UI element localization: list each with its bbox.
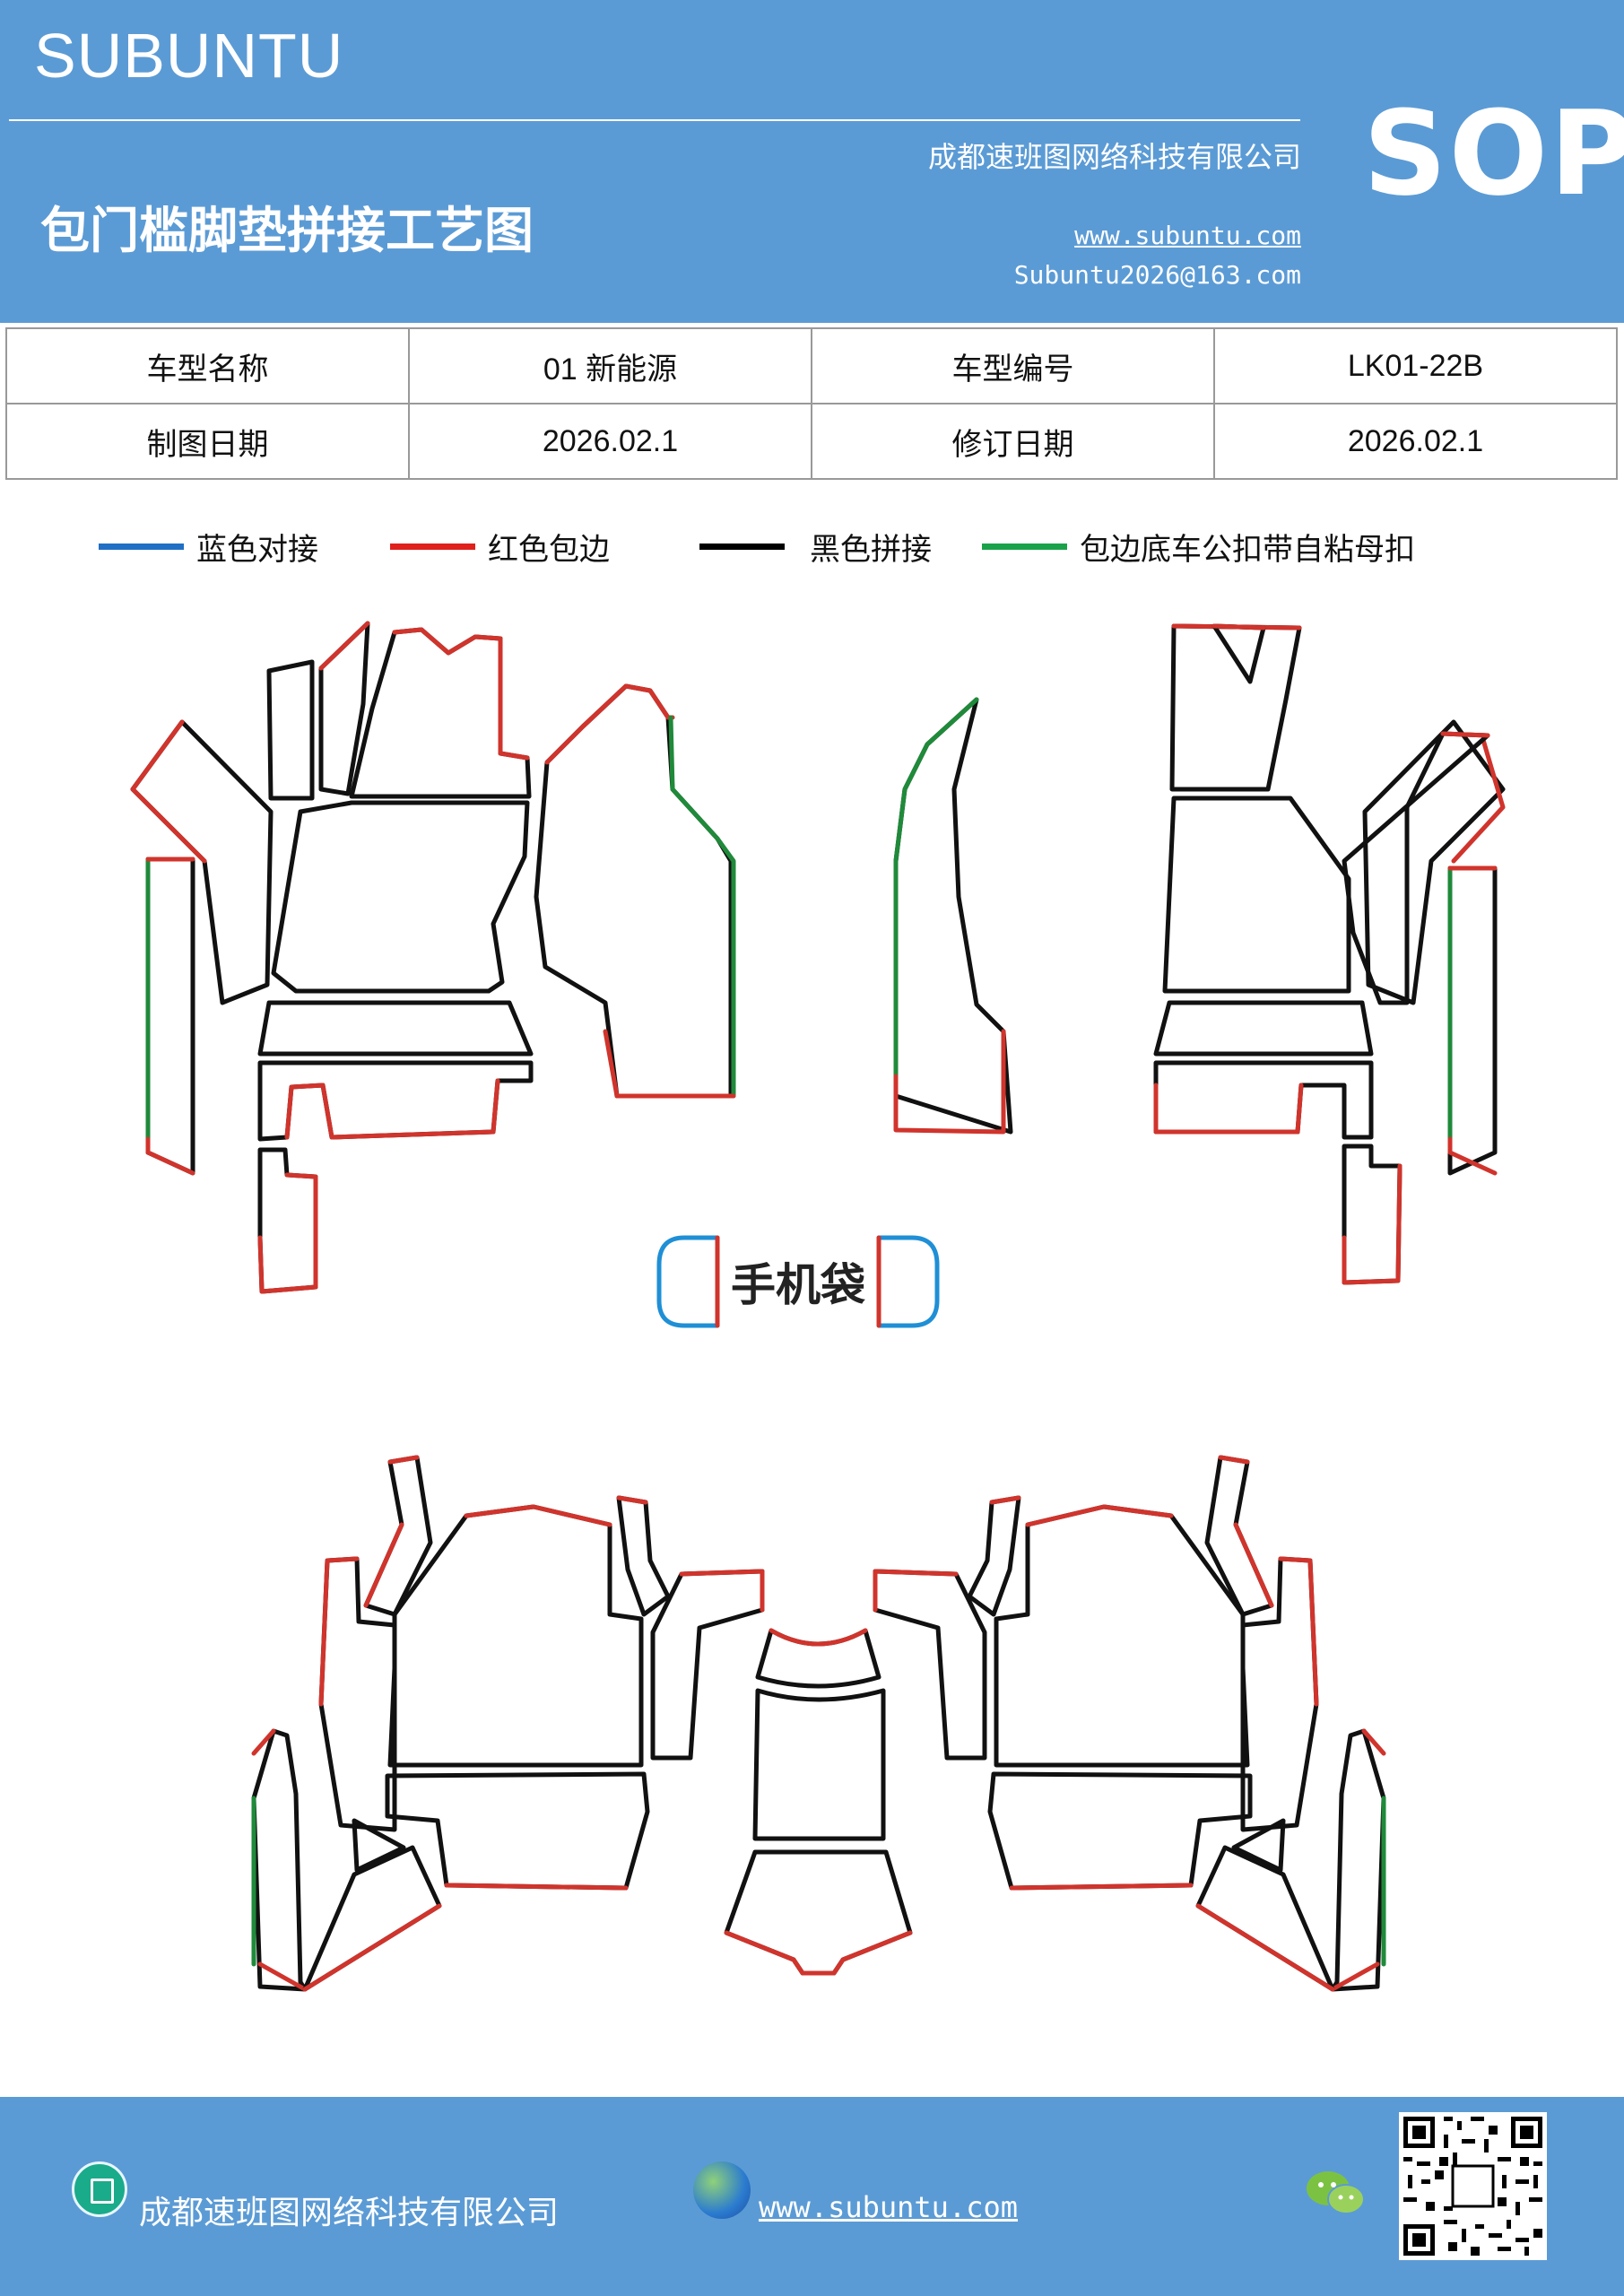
legend-swatch-red bbox=[390, 544, 475, 550]
header-website-link[interactable]: www.subuntu.com bbox=[1074, 221, 1301, 250]
legend-item-black: 黑色拼接 bbox=[699, 525, 932, 569]
legend-swatch-black bbox=[699, 544, 785, 550]
front-left-mat-set bbox=[130, 621, 736, 1294]
draw-date-label: 制图日期 bbox=[5, 403, 410, 480]
legend-label: 蓝色对接 bbox=[196, 532, 318, 568]
footer-website-link[interactable]: www.subuntu.com bbox=[759, 2190, 1018, 2224]
center-tunnel-mat-set bbox=[724, 1628, 913, 1976]
front-right-mat-set bbox=[893, 623, 1506, 1285]
model-name-label: 车型名称 bbox=[5, 327, 410, 404]
table-row: 制图日期 2026.02.1 修订日期 2026.02.1 bbox=[5, 403, 1618, 480]
draw-date-value: 2026.02.1 bbox=[408, 403, 812, 480]
wechat-icon[interactable] bbox=[1305, 2167, 1368, 2219]
header-company: 成都速班图网络科技有限公司 bbox=[927, 140, 1301, 174]
legend-item-blue: 蓝色对接 bbox=[99, 525, 318, 569]
phone-bag-pieces bbox=[656, 1235, 940, 1328]
header-divider bbox=[9, 119, 1300, 121]
header-banner bbox=[0, 0, 1624, 323]
table-row: 车型名称 01 新能源 车型编号 LK01-22B bbox=[5, 327, 1618, 404]
qr-code bbox=[1399, 2112, 1547, 2260]
model-name-value: 01 新能源 bbox=[408, 327, 812, 404]
building-icon bbox=[72, 2161, 127, 2217]
brand-name: SUBUNTU bbox=[34, 21, 344, 91]
legend-label: 红色包边 bbox=[488, 532, 610, 568]
page-title: 包门槛脚垫拼接工艺图 bbox=[40, 202, 534, 259]
model-code-label: 车型编号 bbox=[811, 327, 1215, 404]
globe-icon bbox=[693, 2161, 751, 2219]
legend-swatch-blue bbox=[99, 544, 184, 550]
legend-swatch-green bbox=[982, 544, 1067, 550]
rear-left-mat-set bbox=[251, 1455, 765, 1992]
revise-date-label: 修订日期 bbox=[811, 403, 1215, 480]
model-code-value: LK01-22B bbox=[1213, 327, 1618, 404]
legend-label: 黑色拼接 bbox=[810, 532, 932, 568]
phone-bag-label: 手机袋 bbox=[731, 1259, 865, 1311]
legend-label: 包边底车公扣带自粘母扣 bbox=[1080, 532, 1415, 568]
vehicle-info-table: 车型名称 01 新能源 车型编号 LK01-22B 制图日期 2026.02.1… bbox=[5, 327, 1618, 480]
header-email: Subuntu2026@163.com bbox=[1013, 260, 1301, 290]
legend-item-green: 包边底车公扣带自粘母扣 bbox=[982, 525, 1415, 569]
mat-pattern-diagram: 手机袋 bbox=[130, 621, 1506, 1992]
rear-right-mat-set bbox=[873, 1455, 1386, 1992]
revise-date-value: 2026.02.1 bbox=[1213, 403, 1618, 480]
legend-item-red: 红色包边 bbox=[390, 525, 610, 569]
footer-company: 成都速班图网络科技有限公司 bbox=[139, 2195, 560, 2231]
sop-mark: SOP bbox=[1363, 85, 1624, 222]
